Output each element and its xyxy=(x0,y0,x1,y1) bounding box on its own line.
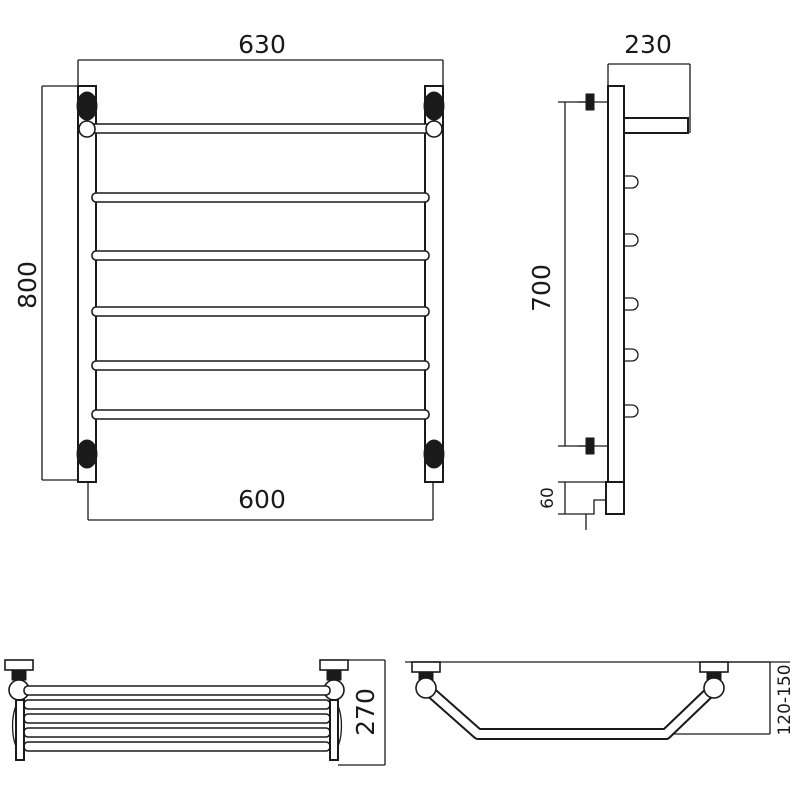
shelf-top-bracket-left-plate xyxy=(411,661,441,673)
side-rung-2 xyxy=(624,233,639,247)
shelf-side-left xyxy=(15,699,25,761)
dim-label-120-150: 120-150 xyxy=(775,664,795,735)
left-rail xyxy=(77,85,97,483)
rung-top xyxy=(87,123,434,134)
shelf-bracket-right-plate xyxy=(319,659,349,671)
rung-1 xyxy=(91,192,430,203)
fitting-top-right xyxy=(425,120,443,138)
shelf-bar-4 xyxy=(23,727,331,738)
side-rung-3 xyxy=(624,297,639,311)
rung-2 xyxy=(91,250,430,261)
side-connector xyxy=(605,481,625,515)
bracket-top-right xyxy=(423,91,445,121)
side-rung-4 xyxy=(624,348,639,362)
shelf-bracket-left-neck xyxy=(11,669,27,681)
shelf-top-view: 120-150 xyxy=(405,661,795,740)
shelf-top-fitting-right xyxy=(703,677,725,699)
right-rail xyxy=(424,85,444,483)
shelf-bar-3 xyxy=(23,713,331,724)
front-view: 630 800 600 xyxy=(13,30,445,521)
dim-label-630: 630 xyxy=(238,30,286,59)
side-rail xyxy=(607,85,625,483)
shelf-bracket-right-neck xyxy=(326,669,342,681)
dim-label-60: 60 xyxy=(538,487,558,509)
side-shelf-bar xyxy=(623,117,689,134)
rung-5 xyxy=(91,409,430,420)
shelf-front-view: 270 xyxy=(4,659,386,766)
rung-3 xyxy=(91,306,430,317)
bracket-top-left xyxy=(76,91,98,121)
shelf-bar-2 xyxy=(23,699,331,710)
shelf-top-bar-inner xyxy=(423,685,717,738)
shelf-top-bracket-right-plate xyxy=(699,661,729,673)
bracket-bottom-left xyxy=(76,439,98,469)
shelf-top-fitting-left xyxy=(415,677,437,699)
shelf-bar-5 xyxy=(23,741,331,752)
dim-label-600: 600 xyxy=(238,485,286,514)
bracket-bottom-right xyxy=(423,439,445,469)
dim-label-270: 270 xyxy=(351,688,380,736)
side-view: 230 700 60 xyxy=(527,30,691,530)
fitting-top-left xyxy=(78,120,96,138)
shelf-bracket-left-plate xyxy=(4,659,34,671)
dim-label-700: 700 xyxy=(527,264,556,312)
side-rung-1 xyxy=(624,175,639,189)
rung-4 xyxy=(91,360,430,371)
shelf-bar-1 xyxy=(23,685,331,696)
side-rung-5 xyxy=(624,404,639,418)
shelf-side-right xyxy=(329,699,339,761)
dim-label-230: 230 xyxy=(624,30,672,59)
dim-label-800: 800 xyxy=(13,261,42,309)
side-connector-pipe xyxy=(586,499,606,515)
